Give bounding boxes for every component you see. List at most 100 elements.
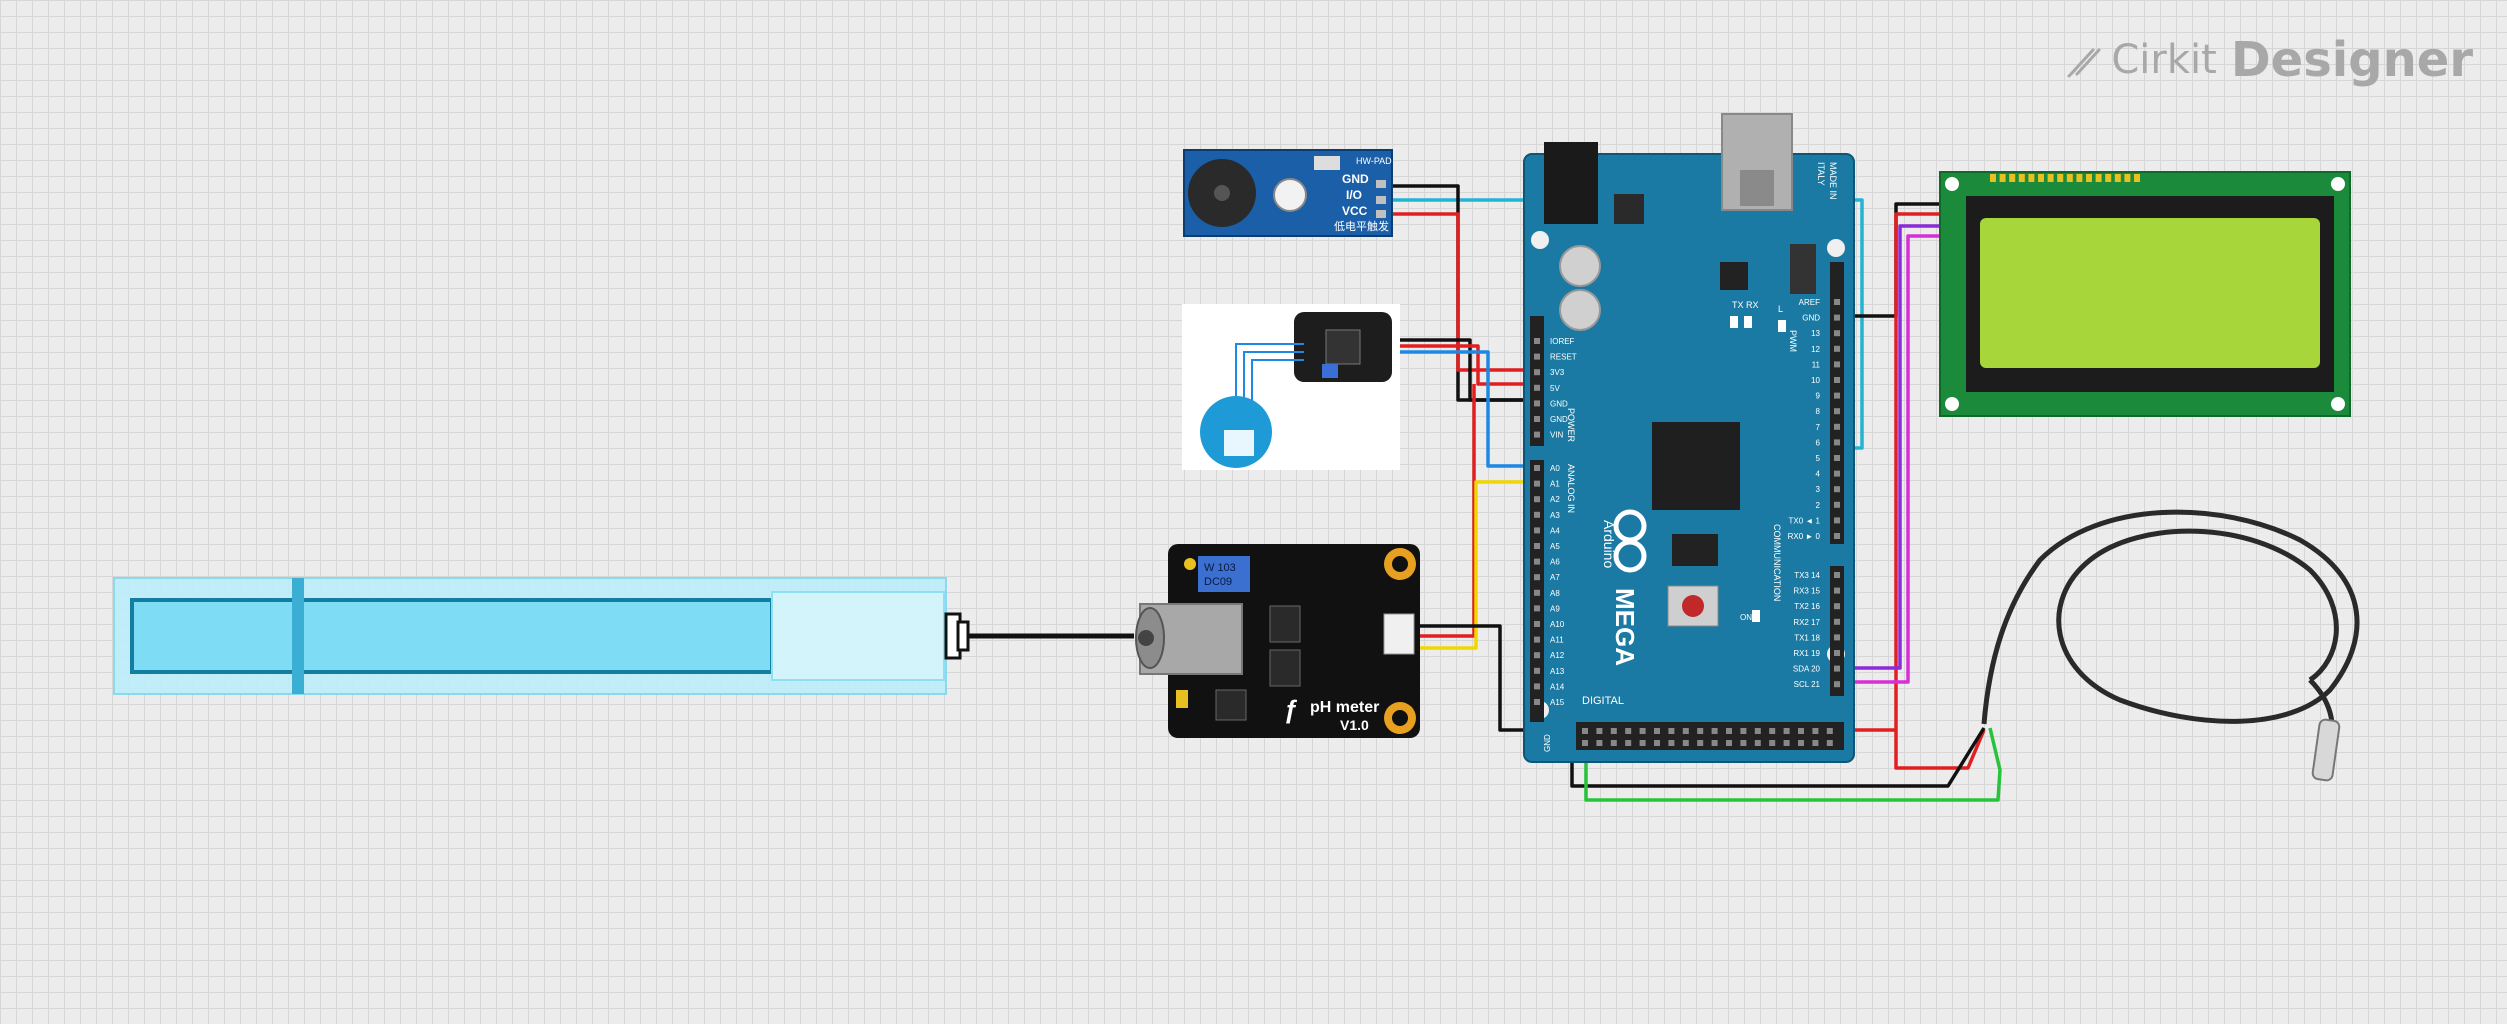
digital-pin[interactable] <box>1740 728 1747 734</box>
digital-pin[interactable] <box>1682 728 1689 734</box>
header-pin[interactable] <box>1534 400 1540 407</box>
digital-pin[interactable] <box>1754 740 1761 746</box>
digital-pin[interactable] <box>1769 740 1776 746</box>
header-pin[interactable] <box>1834 603 1840 610</box>
lcd-pin[interactable] <box>2095 174 2102 182</box>
ph-meter-board[interactable]: W 103 DC09 ƒ pH meter V1.0 <box>1135 544 1420 738</box>
lcd-pin[interactable] <box>2057 174 2064 182</box>
wire-probe-red[interactable] <box>1894 729 1986 770</box>
wire-lcd-purple[interactable] <box>1836 224 1950 670</box>
digital-pin[interactable] <box>1582 740 1588 746</box>
digital-pin[interactable] <box>1769 728 1776 734</box>
header-pin[interactable] <box>1834 314 1840 321</box>
header-pin[interactable] <box>1534 636 1540 643</box>
header-pin[interactable] <box>1534 574 1540 581</box>
wire-buzzer-gnd-black[interactable] <box>1380 184 1540 402</box>
header-pin[interactable] <box>1534 589 1540 596</box>
digital-pin[interactable] <box>1610 728 1617 734</box>
lcd-pin[interactable] <box>2076 174 2083 182</box>
lcd-pin[interactable] <box>2009 174 2016 182</box>
header-pin[interactable] <box>1534 527 1540 534</box>
header-pin[interactable] <box>1834 486 1840 493</box>
wire-ph-yellow[interactable] <box>1380 480 1540 650</box>
wire-sensor-red[interactable] <box>1398 344 1540 386</box>
lcd-pin[interactable] <box>2018 174 2025 182</box>
header-pin[interactable] <box>1534 511 1540 518</box>
digital-pin[interactable] <box>1812 728 1819 734</box>
digital-pin[interactable] <box>1812 740 1819 746</box>
digital-pin[interactable] <box>1726 728 1732 734</box>
digital-pin[interactable] <box>1726 740 1732 746</box>
header-pin[interactable] <box>1834 439 1840 446</box>
temperature-probe[interactable] <box>1981 509 2360 761</box>
header-pin[interactable] <box>1834 650 1840 656</box>
header-pin[interactable] <box>1834 455 1840 461</box>
header-pin[interactable] <box>1834 665 1840 672</box>
digital-pin[interactable] <box>1582 728 1588 734</box>
lcd-pin[interactable] <box>2134 174 2140 182</box>
digital-pin[interactable] <box>1711 728 1718 734</box>
header-pin[interactable] <box>1534 353 1540 360</box>
lcd-pin[interactable] <box>2066 174 2073 182</box>
digital-pin[interactable] <box>1596 728 1603 734</box>
lcd-pin[interactable] <box>1990 174 1996 182</box>
header-pin[interactable] <box>1534 369 1540 376</box>
digital-pin[interactable] <box>1654 740 1660 746</box>
header-pin[interactable] <box>1534 496 1540 503</box>
header-pin[interactable] <box>1834 408 1840 415</box>
digital-pin[interactable] <box>1826 740 1833 746</box>
wire-sensor-blue[interactable] <box>1398 350 1540 468</box>
wire-lcd-magenta[interactable] <box>1836 234 1950 684</box>
lcd-pin[interactable] <box>2105 174 2112 182</box>
header-pin[interactable] <box>1834 533 1840 539</box>
wire-sensor-black[interactable] <box>1398 338 1540 402</box>
header-pin[interactable] <box>1534 699 1540 705</box>
header-pin[interactable] <box>1534 431 1540 438</box>
header-pin[interactable] <box>1534 338 1540 344</box>
digital-pin[interactable] <box>1668 740 1675 746</box>
header-pin[interactable] <box>1534 605 1540 612</box>
digital-pin[interactable] <box>1625 740 1632 746</box>
header-pin[interactable] <box>1834 572 1840 578</box>
header-pin[interactable] <box>1834 423 1840 430</box>
header-pin[interactable] <box>1834 681 1840 688</box>
digital-pin[interactable] <box>1754 728 1761 734</box>
digital-pin[interactable] <box>1639 728 1646 734</box>
lcd-pin[interactable] <box>2028 174 2035 182</box>
digital-pin[interactable] <box>1740 740 1747 746</box>
header-pin[interactable] <box>1834 299 1840 305</box>
digital-pin[interactable] <box>1654 728 1660 734</box>
header-pin[interactable] <box>1534 465 1540 471</box>
header-pin[interactable] <box>1534 543 1540 549</box>
header-pin[interactable] <box>1834 361 1840 368</box>
digital-pin[interactable] <box>1596 740 1603 746</box>
header-pin[interactable] <box>1534 683 1540 690</box>
header-pin[interactable] <box>1534 480 1540 487</box>
header-pin[interactable] <box>1534 558 1540 565</box>
digital-pin[interactable] <box>1668 728 1675 734</box>
digital-pin[interactable] <box>1711 740 1718 746</box>
lcd-pin[interactable] <box>1999 174 2006 182</box>
lcd-pin[interactable] <box>2124 174 2131 182</box>
digital-pin[interactable] <box>1783 728 1790 734</box>
lcd-pin[interactable] <box>2038 174 2044 182</box>
header-pin[interactable] <box>1834 392 1840 399</box>
header-pin[interactable] <box>1834 587 1840 594</box>
header-pin[interactable] <box>1834 345 1840 352</box>
sensor-module[interactable] <box>1182 304 1400 470</box>
header-pin[interactable] <box>1534 667 1540 674</box>
lcd-pin[interactable] <box>2086 174 2092 182</box>
header-pin[interactable] <box>1834 517 1840 524</box>
digital-pin[interactable] <box>1798 740 1804 746</box>
header-pin[interactable] <box>1534 384 1540 391</box>
header-pin[interactable] <box>1534 652 1540 659</box>
header-pin[interactable] <box>1834 618 1840 625</box>
ph-probe[interactable] <box>113 577 970 695</box>
wire-buzzer-vcc-red[interactable] <box>1380 212 1540 372</box>
digital-pin[interactable] <box>1610 740 1617 746</box>
header-pin[interactable] <box>1834 501 1840 508</box>
digital-pin[interactable] <box>1826 728 1833 734</box>
digital-pin[interactable] <box>1639 740 1646 746</box>
wire-lcd-red[interactable] <box>1836 212 1950 732</box>
